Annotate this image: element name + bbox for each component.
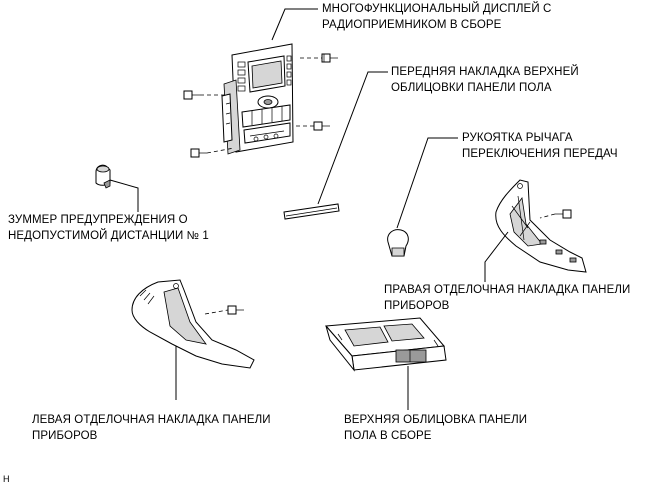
- label-line: ПРАВАЯ ОТДЕЛОЧНАЯ НАКЛАДКА ПАНЕЛИ: [384, 284, 631, 296]
- label-line: ПОЛА В СБОРЕ: [344, 430, 432, 442]
- distance-warning-buzzer: [95, 164, 111, 189]
- leader-buzzer: [109, 179, 139, 212]
- label-front-trim: ПЕРЕДНЯЯ НАКЛАДКА ВЕРХНЕЙ ОБЛИЦОВКИ ПАНЕ…: [391, 64, 579, 96]
- leader-display: [271, 8, 318, 41]
- label-line: ВЕРХНЯЯ ОБЛИЦОВКА ПАНЕЛИ: [344, 414, 528, 426]
- left-trim-screw: [204, 305, 244, 315]
- leader-shift-knob: [396, 137, 458, 229]
- label-line: НЕДОПУСТИМОЙ ДИСТАНЦИИ № 1: [8, 230, 209, 242]
- label-line: ЛЕВАЯ ОТДЕЛОЧНАЯ НАКЛАДКА ПАНЕЛИ: [32, 414, 271, 426]
- label-line: РАДИОПРИЕМНИКОМ В СБОРЕ: [322, 19, 502, 31]
- leader-right-trim: [484, 231, 509, 282]
- leader-front-trim: [317, 71, 388, 205]
- multi-display-radio-assembly: [221, 43, 294, 155]
- label-left-trim: ЛЕВАЯ ОТДЕЛОЧНАЯ НАКЛАДКА ПАНЕЛИ ПРИБОРО…: [32, 412, 271, 444]
- label-line: ПРИБОРОВ: [32, 430, 98, 442]
- label-line: РУКОЯТКА РЫЧАГА: [462, 132, 573, 144]
- upper-console-panel-assembly: [324, 317, 447, 372]
- label-line: ПЕРЕДНЯЯ НАКЛАДКА ВЕРХНЕЙ: [391, 66, 579, 78]
- display-bolt-lower-right: [296, 121, 330, 131]
- label-shift-knob: РУКОЯТКА РЫЧАГА ПЕРЕКЛЮЧЕНИЯ ПЕРЕДАЧ: [462, 130, 618, 162]
- label-line: ОБЛИЦОВКИ ПАНЕЛИ ПОЛА: [391, 82, 552, 94]
- display-bolt-upper-right: [300, 53, 338, 63]
- label-line: ПРИБОРОВ: [384, 300, 450, 312]
- corner-mark: H: [3, 474, 10, 484]
- label-multi-display-radio: МНОГОФУНКЦИОНАЛЬНЫЙ ДИСПЛЕЙ С РАДИОПРИЕМ…: [322, 1, 551, 33]
- label-right-trim: ПРАВАЯ ОТДЕЛОЧНАЯ НАКЛАДКА ПАНЕЛИ ПРИБОР…: [384, 282, 630, 314]
- front-trim-strip: [283, 203, 340, 220]
- label-line: МНОГОФУНКЦИОНАЛЬНЫЙ ДИСПЛЕЙ С: [322, 3, 552, 15]
- shift-lever-knob: [387, 229, 409, 257]
- right-instrument-panel-trim: [495, 179, 587, 273]
- right-trim-screw: [539, 209, 572, 219]
- display-bolt-lower-left: [190, 147, 235, 158]
- display-bolt-left: [183, 90, 226, 100]
- label-buzzer: ЗУММЕР ПРЕДУПРЕЖДЕНИЯ О НЕДОПУСТИМОЙ ДИС…: [8, 212, 209, 244]
- label-line: ЗУММЕР ПРЕДУПРЕЖДЕНИЯ О: [8, 214, 188, 226]
- label-line: ПЕРЕКЛЮЧЕНИЯ ПЕРЕДАЧ: [462, 148, 618, 160]
- label-console: ВЕРХНЯЯ ОБЛИЦОВКА ПАНЕЛИ ПОЛА В СБОРЕ: [344, 412, 527, 444]
- left-instrument-panel-trim: [131, 279, 255, 369]
